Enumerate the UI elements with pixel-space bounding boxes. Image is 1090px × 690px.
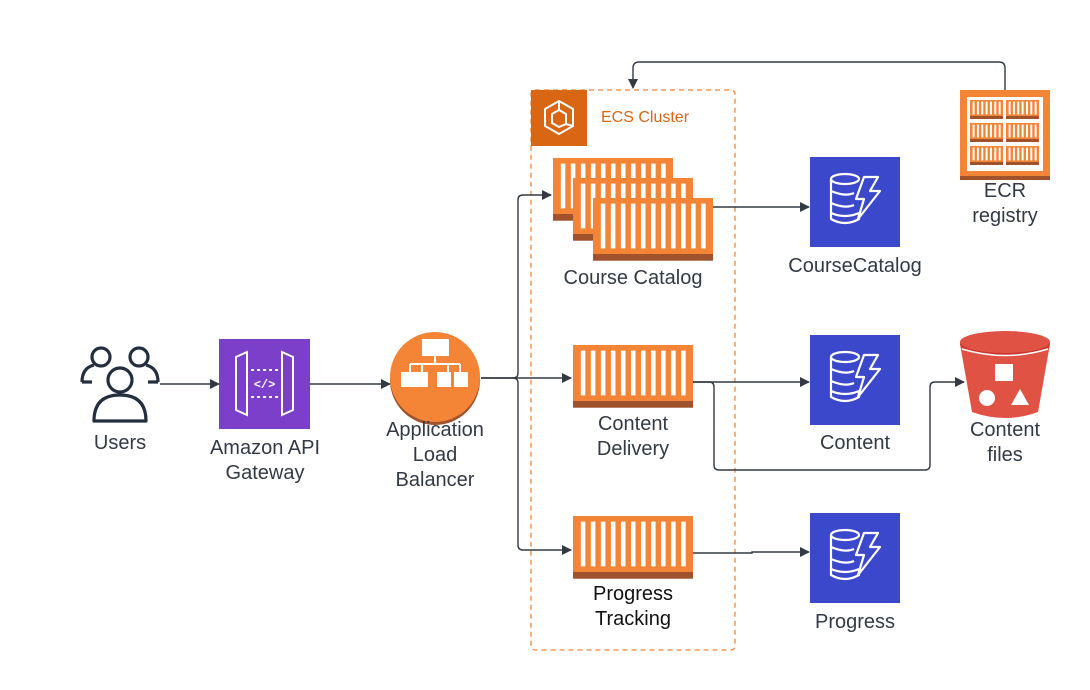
course-catalog-table-label: CourseCatalog	[788, 255, 922, 277]
ecr-registry-icon	[960, 90, 1050, 180]
api-gateway-label: Amazon API Gateway	[209, 437, 321, 484]
course-catalog-dynamodb-icon	[810, 157, 900, 247]
progress-dynamodb-icon	[810, 513, 900, 603]
container-icon	[593, 198, 713, 261]
api-gateway-icon: </>	[219, 339, 310, 429]
container-stack-icon	[553, 158, 713, 261]
users-label: Users	[93, 432, 147, 454]
users-icon	[80, 346, 160, 423]
container-icon	[573, 345, 693, 408]
content-files-label: Content files	[969, 419, 1041, 466]
container-icon	[970, 146, 1003, 165]
ecs-cluster-boundary	[530, 89, 736, 651]
container-icon	[970, 123, 1003, 142]
content-dynamodb-icon	[810, 335, 900, 425]
content-table-label: Content	[819, 432, 891, 454]
ecs-cluster-group	[530, 89, 736, 651]
edges	[160, 61, 1006, 557]
container-icon	[1006, 100, 1039, 119]
edge-ecr-to-ecs-cluster	[628, 61, 1006, 90]
edge-load-balancer-to-course-catalog	[481, 190, 552, 379]
edge-load-balancer-to-progress-tracking	[512, 377, 572, 555]
s3-bucket-icon	[960, 331, 1050, 418]
progress-tracking-service-label: Progress Tracking	[592, 583, 674, 630]
container-icon	[1006, 123, 1039, 142]
ecs-cluster-title: ECS Cluster	[601, 109, 690, 126]
svg-text:</>: </>	[254, 378, 276, 392]
progress-tracking-container-icon	[573, 516, 693, 579]
progress-table-label: Progress	[814, 611, 896, 633]
container-icon	[1006, 146, 1039, 165]
container-icon	[573, 516, 693, 579]
ecr-registry-label: ECR registry	[972, 180, 1038, 227]
edge-content-delivery-to-content-files	[693, 377, 965, 471]
content-delivery-container-icon	[573, 345, 693, 408]
ecs-cluster-icon	[531, 90, 587, 146]
load-balancer-label: Application Load Balancer	[386, 419, 484, 491]
load-balancer-icon	[390, 332, 480, 425]
edge-progress-tracking-to-table	[693, 547, 810, 557]
container-icon	[970, 100, 1003, 119]
course-catalog-service-label: Course Catalog	[563, 267, 703, 289]
content-delivery-service-label: Content Delivery	[596, 413, 670, 460]
